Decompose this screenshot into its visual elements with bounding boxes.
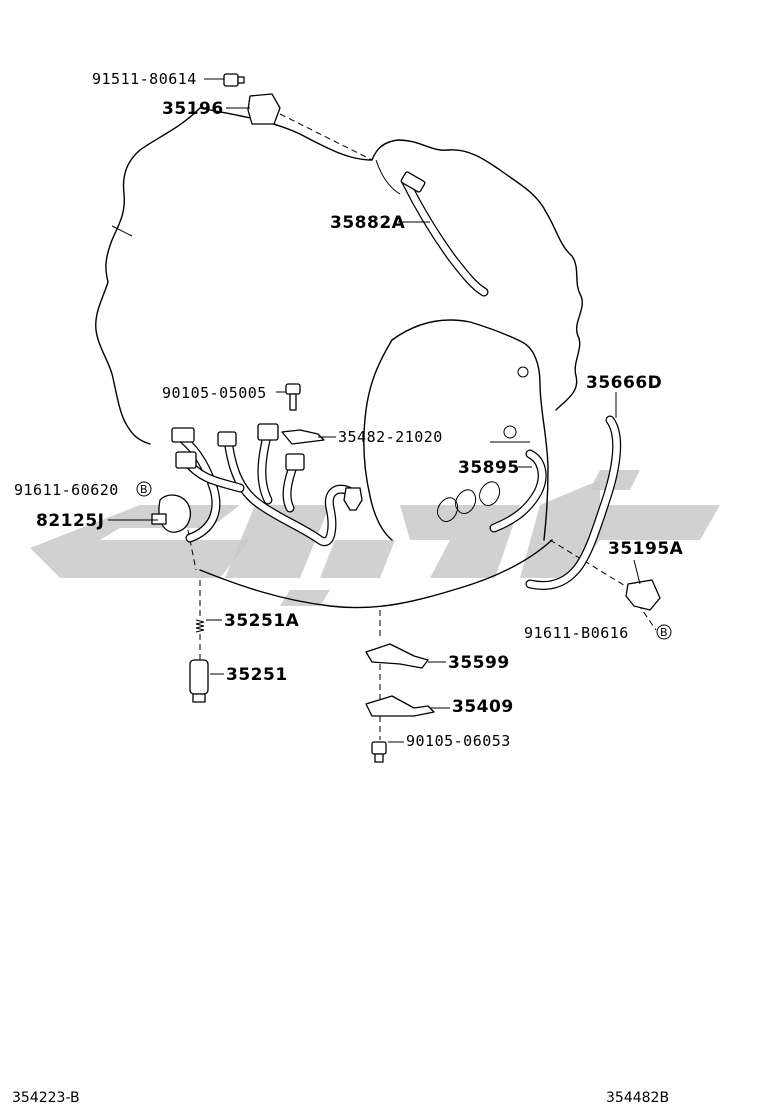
label-35482-21020: 35482-21020 — [338, 428, 443, 446]
spring-35251a — [195, 619, 205, 633]
bolt-91511-80614 — [223, 73, 245, 87]
label-35195a: 35195A — [608, 539, 684, 559]
label-90105-06053: 90105-06053 — [406, 732, 511, 750]
sensor-35251 — [189, 659, 209, 703]
wiring-harness — [151, 423, 363, 547]
bracket-35482-21020 — [281, 429, 325, 445]
watermark-logo — [30, 470, 720, 606]
transmission-housing — [95, 107, 583, 609]
label-90105-05005: 90105-05005 — [162, 384, 267, 402]
clamp-35195a — [625, 579, 661, 611]
label-35666d: 35666D — [586, 373, 662, 393]
label-35895: 35895 — [458, 458, 520, 478]
label-91511-80614: 91511-80614 — [92, 70, 197, 88]
bolt-90105-05005 — [285, 383, 301, 411]
callout-marker-b-right-text: B — [660, 626, 668, 639]
label-35882a: 35882A — [330, 213, 406, 233]
label-91611-60620: 91611-60620 — [14, 481, 119, 499]
callout-marker-b-right: B — [656, 624, 672, 640]
footer-left-code: 354223-B — [12, 1090, 80, 1106]
label-91611-b0616: 91611-B0616 — [524, 624, 629, 642]
bolt-90105-06053 — [371, 741, 387, 763]
label-35599: 35599 — [448, 653, 510, 673]
hose-35882a — [400, 171, 489, 297]
hose-35895 — [489, 449, 547, 533]
label-leaders — [108, 78, 641, 743]
callout-marker-b-left: B — [136, 481, 152, 497]
leader-lines — [185, 113, 657, 740]
bracket-35409 — [365, 695, 435, 717]
bracket-35599 — [365, 643, 429, 669]
hose-35666d — [525, 415, 622, 590]
label-35196: 35196 — [162, 99, 224, 119]
footer-right-code: 354482B — [606, 1090, 669, 1106]
label-82125j: 82125J — [36, 511, 104, 531]
callout-marker-b-left-text: B — [140, 483, 148, 496]
label-35409: 35409 — [452, 697, 514, 717]
label-35251: 35251 — [226, 665, 288, 685]
label-35251a: 35251A — [224, 611, 300, 631]
housing-bolt-pattern — [437, 481, 501, 522]
clamp-35196 — [247, 93, 281, 125]
